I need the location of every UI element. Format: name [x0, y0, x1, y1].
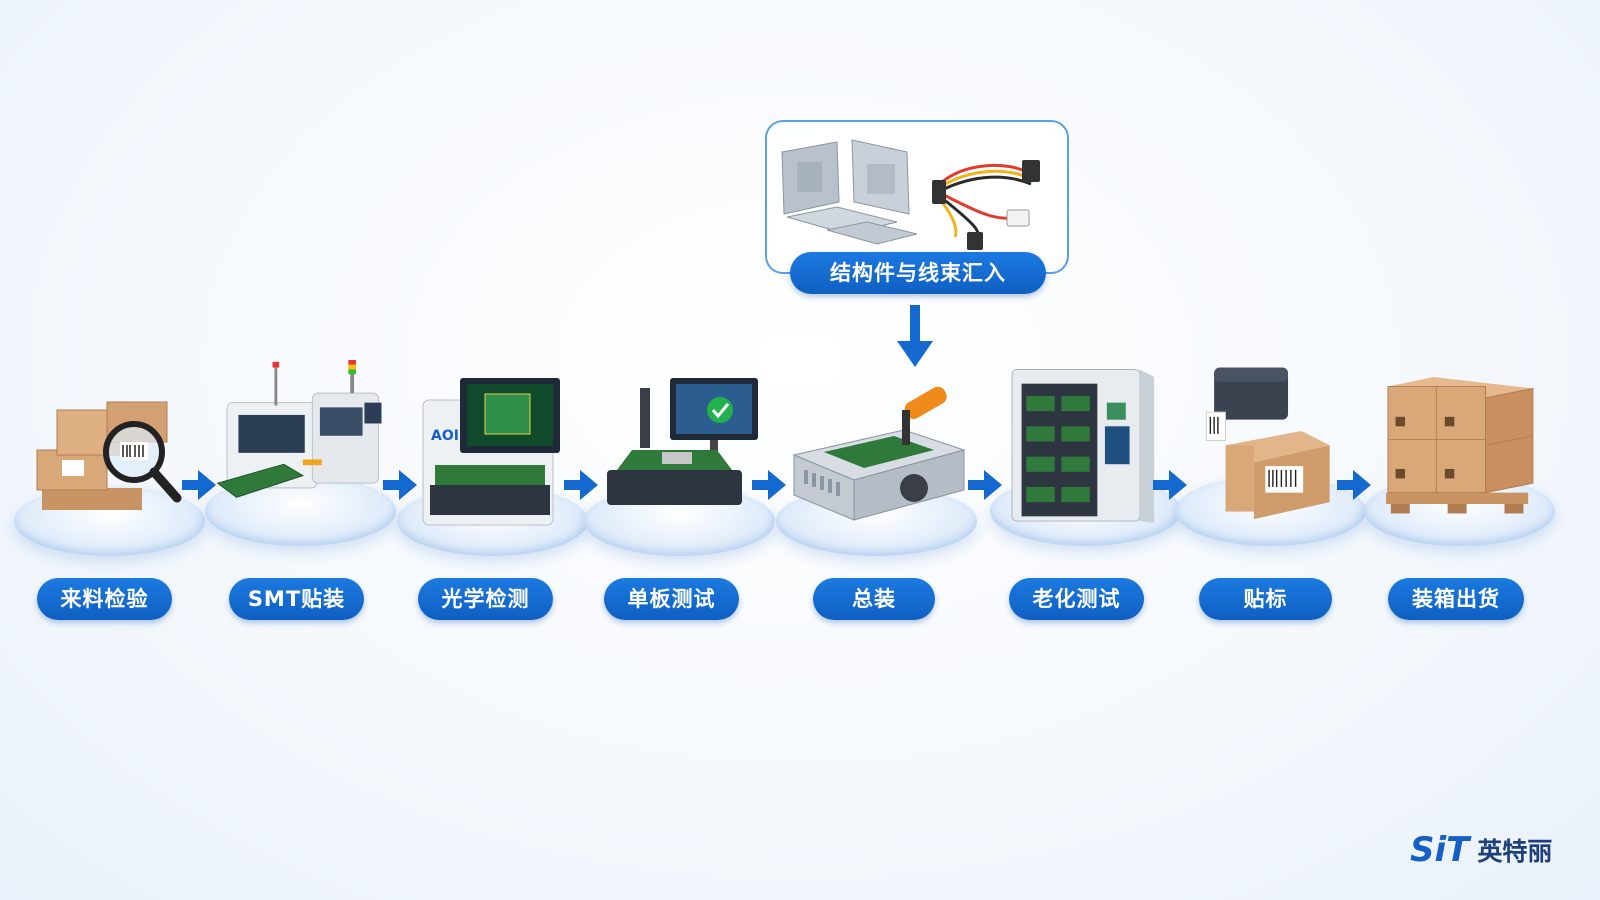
flow-arrow-icon [752, 470, 786, 500]
box-magnifier-icon [36, 401, 182, 510]
brand-logo: SiT 英特丽 [1410, 830, 1552, 870]
board-test-icon [607, 378, 758, 505]
flow-arrow-icon [564, 470, 598, 500]
step-label-board-test: 单板测试 [604, 578, 739, 620]
down-arrow-icon [897, 305, 933, 367]
step-label-final-assembly: 总装 [813, 578, 935, 620]
flow-arrow-icon [1337, 470, 1371, 500]
aoi-machine-icon: AOI [422, 378, 560, 526]
step-label-labeling: 贴标 [1199, 578, 1332, 620]
step-smt [205, 360, 396, 546]
step-label-smt: SMT贴装 [229, 578, 364, 620]
step-incoming-inspection [14, 370, 205, 556]
step-labeling [1175, 360, 1366, 546]
brackets-cables-icon [781, 139, 1040, 250]
flow-arrow-icon [182, 470, 216, 500]
step-board-test [584, 370, 775, 556]
step-label-burn-in: 老化测试 [1009, 578, 1144, 620]
burn-in-cabinet-icon [1011, 369, 1155, 523]
flow-arrow-icon [1153, 470, 1187, 500]
aoi-tag: AOI [431, 428, 459, 444]
step-label-packing-shipping: 装箱出货 [1388, 578, 1524, 620]
flow-arrow-icon [383, 470, 417, 500]
chassis-assembly-icon [792, 386, 966, 521]
step-final-assembly [776, 370, 977, 556]
inlet-label: 结构件与线束汇入 [790, 252, 1046, 294]
step-aoi: AOI [397, 370, 588, 556]
label-printer-icon [1206, 367, 1330, 520]
step-label-aoi: 光学检测 [418, 578, 553, 620]
pallet-boxes-icon [1386, 377, 1534, 514]
step-burn-in [990, 360, 1181, 546]
step-label-incoming-inspection: 来料检验 [37, 578, 172, 620]
brand-mark: SiT [1410, 830, 1470, 870]
smt-machine-icon [216, 360, 382, 498]
step-packing-shipping [1364, 360, 1555, 546]
brand-name: 英特丽 [1477, 837, 1553, 866]
flow-arrow-icon [968, 470, 1002, 500]
inlet-image-frame [765, 120, 1069, 274]
